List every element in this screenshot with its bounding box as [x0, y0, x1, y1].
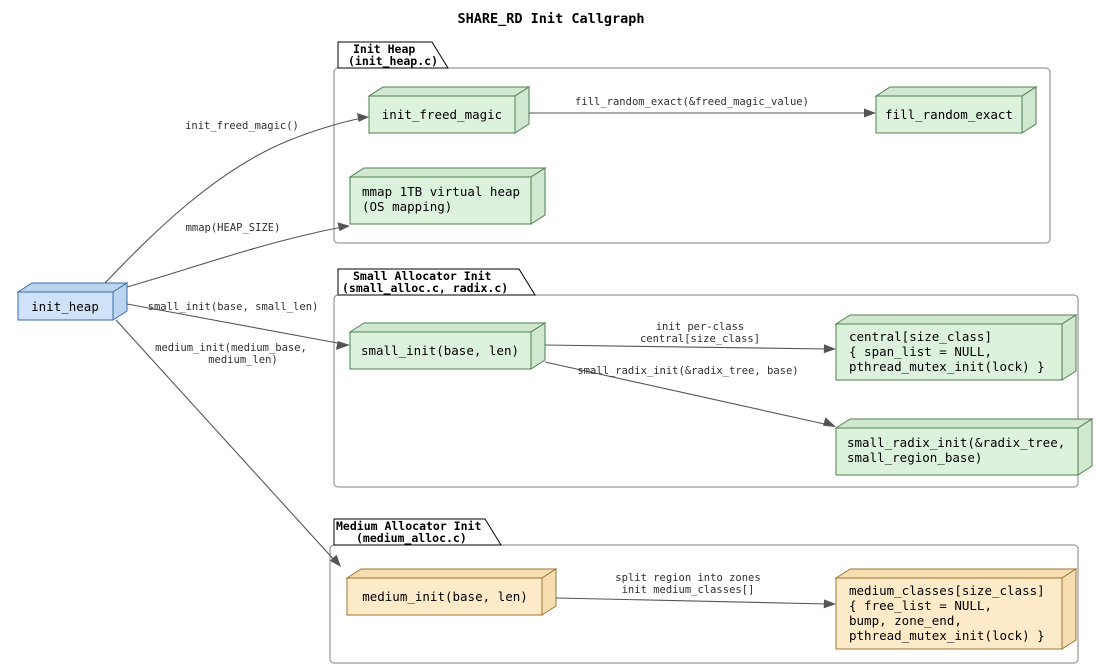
node-medium-classes-line-4: pthread_mutex_init(lock) } [849, 628, 1045, 643]
edge-init-freed-magic-to-fill-random-exact: fill_random_exact(&freed_magic_value) [529, 96, 876, 118]
node-init-freed-magic-face [368, 95, 516, 134]
node-small-init-top [348, 322, 547, 333]
node-small-radix-init-right [1077, 418, 1093, 476]
cluster-small-alloc: Small Allocator Init (small_alloc.c, rad… [333, 268, 1094, 488]
node-medium-classes-top [834, 568, 1078, 579]
node-init-freed-magic-label: init_freed_magic [382, 107, 502, 122]
edge-init-heap-to-mmap-line [126, 226, 344, 288]
node-small-radix-init-face [835, 427, 1079, 476]
node-small-radix-init-line-1: small_radix_init(&radix_tree, [847, 435, 1065, 450]
edge-small-init-to-central-label-line-2: central[size_class] [640, 333, 760, 345]
edge-medium-init-to-medium-classes-label-line-2: init medium_classes[] [622, 584, 755, 596]
node-small-init-label: small_init(base, len) [361, 343, 519, 358]
node-central-size-class-line-1: central[size_class] [849, 329, 992, 344]
cluster-small-alloc-subtitle: (small_alloc.c, radix.c) [342, 281, 508, 296]
page-title: SHARE_RD Init Callgraph [458, 11, 645, 27]
node-central-size-class[interactable]: central[size_class] { span_list = NULL, … [834, 314, 1078, 381]
node-init-heap-top [16, 282, 129, 293]
edge-small-init-to-small-radix-init-line [544, 361, 830, 426]
cluster-init-heap-body [333, 67, 1051, 244]
cluster-medium-alloc: Medium Allocator Init (medium_alloc.c) m… [329, 518, 1079, 664]
node-medium-init-label: medium_init(base, len) [362, 589, 528, 604]
node-medium-classes-line-3: bump, zone_end, [849, 613, 962, 628]
node-central-size-class-line-3: pthread_mutex_init(lock) } [849, 359, 1045, 374]
cluster-init-heap-title: Init Heap [353, 42, 415, 56]
edge-small-init-to-central-label-line-1: init per-class [656, 321, 745, 333]
node-mmap-virtual-heap-line-2: (OS mapping) [362, 199, 452, 214]
node-mmap-virtual-heap-top [348, 167, 547, 178]
edge-init-heap-to-small-init-arrow [336, 341, 350, 350]
node-fill-random-exact-label: fill_random_exact [885, 107, 1013, 122]
edge-init-heap-to-small-init-line [126, 303, 344, 345]
node-central-size-class-top [834, 314, 1078, 325]
cluster-medium-alloc-title: Medium Allocator Init [336, 519, 481, 533]
node-mmap-virtual-heap-line-1: mmap 1TB virtual heap [362, 184, 520, 199]
node-medium-classes-line-1: medium_classes[size_class] [849, 583, 1045, 598]
edge-init-heap-to-small-init: small_init(base, small_len) [126, 301, 350, 350]
edge-init-heap-to-init-freed-magic-arrow [357, 113, 369, 122]
cluster-medium-alloc-tab [333, 518, 502, 546]
node-init-heap-label: init_heap [31, 299, 99, 314]
node-fill-random-exact-top [874, 86, 1038, 97]
node-fill-random-exact-face [875, 95, 1023, 134]
edge-small-init-to-central-line [544, 344, 830, 350]
cluster-init-heap: Init Heap (init_heap.c) init_freed_magic… [333, 41, 1051, 244]
edge-small-init-to-small-radix-init-arrow [823, 417, 836, 427]
edge-init-heap-to-mmap-arrow [337, 222, 350, 232]
node-small-radix-init-top [834, 418, 1094, 429]
cluster-small-alloc-title: Small Allocator Init [353, 269, 492, 283]
edge-init-heap-to-medium-init-arrow [329, 554, 341, 567]
edge-init-heap-to-init-freed-magic: init_freed_magic() [104, 113, 369, 284]
cluster-medium-alloc-body [329, 544, 1079, 664]
cluster-small-alloc-tab [337, 268, 536, 296]
edge-init-heap-to-small-init-label: small_init(base, small_len) [148, 301, 319, 313]
edge-small-init-to-small-radix-init: small_radix_init(&radix_tree, base) [544, 361, 836, 427]
edge-init-heap-to-medium-init-line [115, 319, 337, 563]
node-mmap-virtual-heap-right [530, 167, 546, 225]
edge-init-freed-magic-to-fill-random-exact-arrow [864, 108, 876, 118]
cluster-medium-alloc-subtitle: (medium_alloc.c) [356, 531, 467, 546]
node-mmap-virtual-heap[interactable]: mmap 1TB virtual heap (OS mapping) [348, 167, 547, 225]
edge-small-init-to-central: init per-class central[size_class] [544, 321, 836, 354]
edge-medium-init-to-medium-classes: split region into zones init medium_clas… [555, 572, 836, 609]
node-small-radix-init-line-2: small_region_base) [847, 450, 982, 465]
edge-init-freed-magic-to-fill-random-exact-label: fill_random_exact(&freed_magic_value) [575, 96, 809, 108]
cluster-small-alloc-body [333, 294, 1079, 488]
node-small-init-face [349, 331, 532, 370]
node-medium-classes-face [835, 577, 1063, 650]
node-init-heap-face [17, 291, 114, 321]
edge-init-heap-to-init-freed-magic-label: init_freed_magic() [185, 120, 299, 132]
node-fill-random-exact[interactable]: fill_random_exact [874, 86, 1038, 134]
cluster-init-heap-tab [337, 41, 449, 69]
node-central-size-class-right [1061, 314, 1077, 381]
edge-medium-init-to-medium-classes-arrow [823, 599, 836, 609]
node-medium-init[interactable]: medium_init(base, len) [345, 568, 558, 616]
edge-init-heap-to-medium-init-label-line-1: medium_init(medium_base, [155, 342, 307, 354]
cluster-init-heap-subtitle: (init_heap.c) [348, 54, 438, 69]
node-init-heap[interactable]: init_heap [16, 282, 129, 321]
node-central-size-class-line-2: { span_list = NULL, [849, 344, 992, 359]
node-medium-classes-line-2: { free_list = NULL, [849, 598, 992, 613]
edge-init-heap-to-mmap: mmap(HEAP_SIZE) [126, 222, 350, 288]
edge-small-init-to-central-arrow [823, 344, 836, 354]
edge-init-heap-to-medium-init: medium_init(medium_base, medium_len) [115, 319, 341, 567]
node-medium-classes[interactable]: medium_classes[size_class] { free_list =… [834, 568, 1078, 650]
node-medium-init-top [345, 568, 558, 579]
node-medium-classes-right [1061, 568, 1077, 650]
node-small-init[interactable]: small_init(base, len) [348, 322, 547, 370]
edge-medium-init-to-medium-classes-line [555, 597, 830, 605]
edge-small-init-to-small-radix-init-label: small_radix_init(&radix_tree, base) [577, 365, 798, 377]
edge-init-heap-to-mmap-label: mmap(HEAP_SIZE) [186, 222, 281, 234]
edge-init-heap-to-medium-init-label-line-2: medium_len) [208, 354, 278, 366]
edge-medium-init-to-medium-classes-label-line-1: split region into zones [615, 572, 760, 584]
node-init-freed-magic-top [367, 86, 531, 97]
node-mmap-virtual-heap-face [349, 176, 532, 225]
node-medium-init-face [346, 577, 543, 616]
node-small-radix-init[interactable]: small_radix_init(&radix_tree, small_regi… [834, 418, 1094, 476]
node-init-freed-magic[interactable]: init_freed_magic [367, 86, 531, 134]
node-central-size-class-face [835, 323, 1063, 381]
edge-init-heap-to-init-freed-magic-line [104, 117, 363, 284]
